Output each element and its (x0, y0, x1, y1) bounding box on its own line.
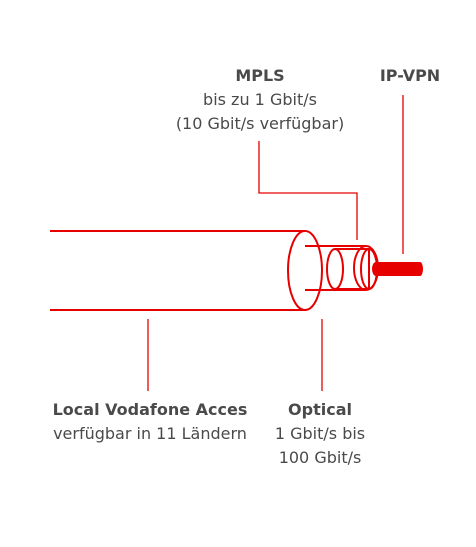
outer-cable-layer (50, 230, 323, 311)
mpls-speed: bis zu 1 Gbit/s (203, 90, 317, 109)
leader-lines (147, 95, 404, 391)
local-access-availability: verfügbar in 11 Ländern (53, 424, 247, 443)
mpls-leader (258, 141, 358, 240)
optical-speed-from: 1 Gbit/s bis (274, 424, 366, 443)
local-access-title: Local Vodafone Acces (52, 400, 248, 419)
mpls-title: MPLS (235, 66, 285, 85)
mpls-label: MPLS bis zu 1 Gbit/s (10 Gbit/s verfügba… (160, 64, 360, 136)
mpls-availability: (10 Gbit/s verfügbar) (175, 114, 345, 133)
optical-title: Optical (288, 400, 352, 419)
optical-speed-to: 100 Gbit/s (278, 448, 362, 467)
optical-label: Optical 1 Gbit/s bis 100 Gbit/s (240, 398, 400, 470)
ipvpn-label: IP-VPN (360, 64, 460, 88)
ipvpn-title: IP-VPN (379, 66, 441, 85)
mpls-layer (326, 248, 378, 290)
ipvpn-core (372, 262, 423, 276)
local-access-label: Local Vodafone Acces verfügbar in 11 Län… (20, 398, 280, 446)
